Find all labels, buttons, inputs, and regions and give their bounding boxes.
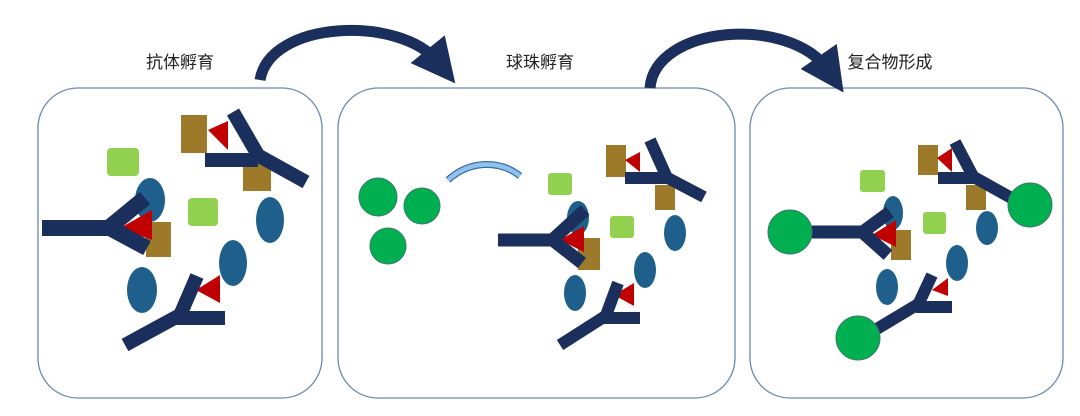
red-triangle-antigen <box>560 226 584 252</box>
red-triangle-antigen <box>872 220 896 247</box>
blue-ellipse <box>564 275 586 311</box>
brown-square <box>918 145 938 175</box>
brown-square <box>966 185 986 210</box>
green-bead <box>369 227 407 265</box>
antibody-segment <box>661 170 707 203</box>
light-green-square <box>107 148 139 176</box>
antibody-segment <box>912 272 938 308</box>
blue-ellipse <box>946 245 968 281</box>
red-triangle-antigen <box>625 152 640 172</box>
red-triangle-antigen <box>208 121 228 150</box>
antibody-segment <box>121 308 184 352</box>
antibody-segment <box>102 218 151 256</box>
blue-ellipse <box>256 197 284 243</box>
antibody-segment <box>871 297 924 336</box>
blue-ellipse <box>664 215 686 251</box>
antibody-segment <box>556 309 611 351</box>
brown-square <box>181 115 207 153</box>
blue-ellipse <box>127 267 157 313</box>
blue-ellipse <box>976 211 998 245</box>
antibody-segment <box>545 232 587 269</box>
antibody-segment <box>969 170 1018 206</box>
blue-ellipse <box>135 178 165 222</box>
antibody-segment <box>855 225 893 260</box>
light-green-square <box>923 212 946 234</box>
light-green-square <box>548 173 572 195</box>
brown-square <box>606 145 626 177</box>
green-bead <box>835 315 881 361</box>
light-green-square <box>188 198 218 226</box>
step-label-complex-formation: 复合物形成 <box>847 53 933 73</box>
light-green-square <box>860 170 885 192</box>
step-arrow-1 <box>254 24 456 84</box>
antibody-segment <box>248 145 310 189</box>
red-triangle-antigen <box>932 278 948 296</box>
green-bead <box>358 177 398 217</box>
antibody-segment <box>226 108 265 159</box>
green-bead <box>403 187 441 225</box>
red-triangle-antigen <box>196 275 220 303</box>
green-bead <box>1007 182 1053 228</box>
step-arrow-2 <box>644 28 844 93</box>
panel-antibody-incubation <box>37 87 323 399</box>
blue-ellipse <box>634 252 656 288</box>
red-triangle-antigen <box>937 148 952 172</box>
light-green-square <box>610 216 634 238</box>
blue-ellipse <box>876 269 898 305</box>
red-triangle-antigen <box>120 210 152 240</box>
red-triangle-antigen <box>614 283 634 306</box>
green-bead <box>767 209 813 255</box>
blue-ellipse <box>219 240 247 286</box>
step-label-bead-incubation: 球珠孵育 <box>506 53 574 73</box>
step-label-antibody-incubation: 抗体孵育 <box>146 53 214 73</box>
brown-square <box>655 185 675 210</box>
